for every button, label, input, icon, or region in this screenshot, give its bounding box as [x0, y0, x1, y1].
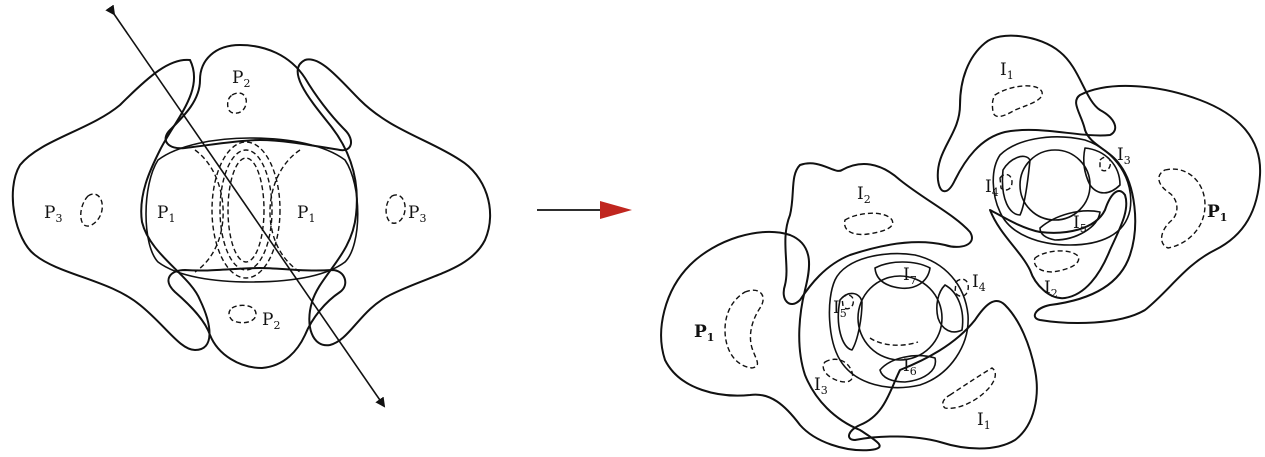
- label-p1-left: P1: [157, 203, 175, 225]
- lower-label-i5: I5: [833, 298, 847, 320]
- lower-rosette: I2 I7 I4 I5 I6 I3 I1 P1: [660, 162, 1038, 452]
- upper-dash-i2: [1033, 250, 1080, 273]
- upper-label-i4: I4: [985, 177, 999, 199]
- upper-petal-i5: [1039, 210, 1101, 241]
- lower-petal-i7: [874, 261, 931, 290]
- lower-label-i4: I4: [972, 272, 986, 294]
- lower-dash-center: [869, 337, 919, 346]
- lower-inner-ring: [828, 252, 969, 389]
- bottom-lobe-outline: [167, 267, 347, 369]
- upper-label-p1: P1: [1207, 202, 1227, 224]
- upper-lobe-right-outline: [1033, 84, 1262, 324]
- lower-dash-i1: [942, 367, 997, 410]
- dashed-blob-p2-top: [226, 92, 247, 114]
- lower-petal-i6: [879, 354, 937, 383]
- central-ellipse-outer: [211, 141, 281, 279]
- top-lobe-outline: [164, 44, 352, 152]
- upper-dash-i3: [1099, 156, 1112, 172]
- lower-dash-i5: [841, 294, 855, 310]
- lower-label-i7: I7: [903, 265, 917, 287]
- dashed-blob-p3-right: [385, 194, 406, 224]
- upper-dash-i1: [991, 85, 1043, 118]
- lower-label-i2: I2: [857, 184, 871, 206]
- lower-central-circle: [857, 275, 943, 361]
- label-p2-top: P2: [232, 68, 250, 90]
- left-figure: P2 P2 P1 P1 P3 P3: [11, 4, 492, 408]
- lower-dash-i2: [843, 212, 894, 236]
- lower-dash-i4: [954, 278, 970, 297]
- upper-inner-ring: [992, 136, 1132, 246]
- transition-arrow: [537, 201, 632, 219]
- central-ellipse-inner: [227, 157, 265, 263]
- lower-dash-i3: [822, 358, 854, 383]
- symmetry-axis-arrow: [105, 4, 386, 408]
- upper-dash-i4: [999, 173, 1013, 191]
- upper-label-i3: I3: [1117, 145, 1131, 167]
- label-p1-right: P1: [297, 203, 315, 225]
- label-p3-right: P3: [408, 203, 426, 225]
- left-lobe-outline: [11, 58, 211, 351]
- upper-dash-p1: [1158, 168, 1206, 249]
- upper-label-i1: I1: [1000, 60, 1014, 82]
- label-p3-left: P3: [44, 203, 62, 225]
- label-p2-bottom: P2: [262, 310, 280, 332]
- dashed-arc-right: [269, 149, 301, 273]
- upper-rosette: I1 I3 I4 I5 I2 P1: [936, 34, 1262, 324]
- upper-petal-i4: [1001, 155, 1031, 216]
- transition-arrow-head: [600, 201, 632, 219]
- lower-lobe-bottom-outline: [848, 300, 1038, 450]
- lower-label-i1: I1: [977, 410, 991, 432]
- lower-petal-i4: [936, 284, 964, 333]
- dashed-blob-p2-bottom: [228, 304, 257, 324]
- lower-lobe-top-outline: [782, 162, 973, 305]
- dashed-blob-p3-left: [80, 193, 103, 227]
- lower-label-i3: I3: [814, 375, 828, 397]
- central-body-outline: [145, 137, 359, 283]
- dashed-arc-left: [194, 149, 224, 273]
- upper-label-i2: I2: [1044, 278, 1058, 300]
- lower-label-p1: P1: [694, 322, 714, 344]
- lower-label-i6: I6: [903, 356, 917, 378]
- upper-lobe-top-outline: [936, 34, 1117, 193]
- upper-label-i5: I5: [1073, 213, 1087, 235]
- lower-petal-i5: [837, 292, 863, 351]
- lower-lobe-left-outline: [660, 230, 881, 452]
- lower-dash-p1: [724, 289, 764, 369]
- upper-lobe-bottom-outline: [989, 190, 1128, 300]
